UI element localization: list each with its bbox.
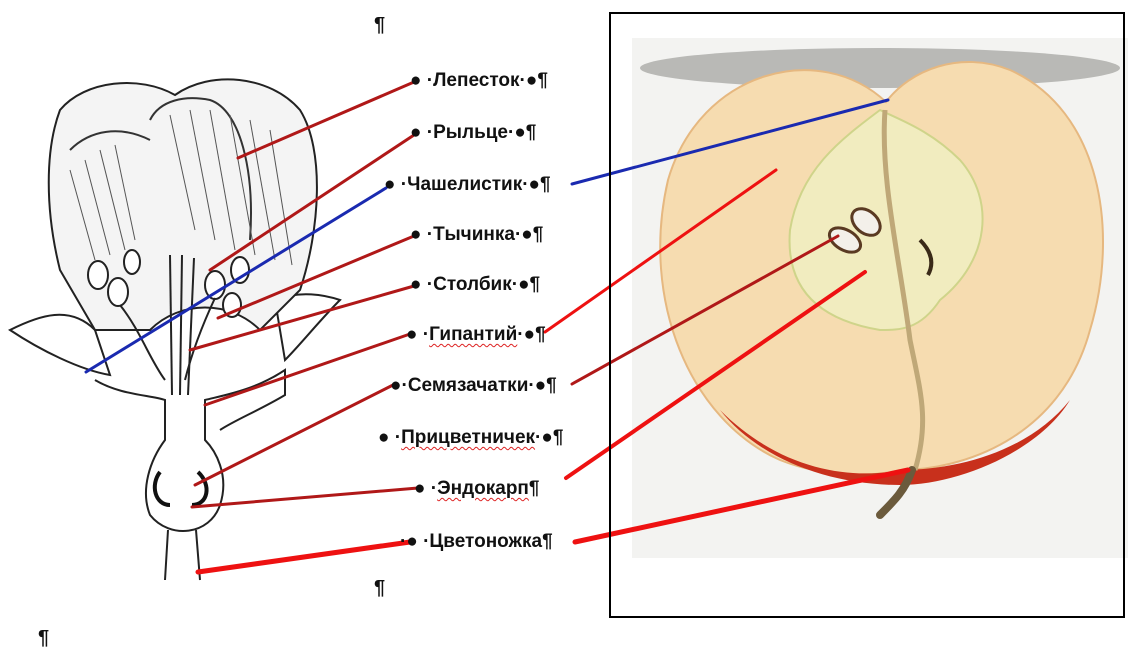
label-bracteole: ● ·Прицветничек·●¶ bbox=[378, 427, 563, 449]
label-ovules: ●·Семязачатки·●¶ bbox=[390, 375, 557, 397]
label-stigma: ● ·Рыльце·●¶ bbox=[410, 122, 536, 144]
label-petal: ● ·Лепесток·●¶ bbox=[410, 70, 548, 92]
flower-illustration bbox=[10, 79, 340, 580]
label-endocarp: ● ·Эндокарп¶ bbox=[414, 478, 540, 500]
label-hypanthium: ● ·Гипантий·●¶ bbox=[406, 324, 546, 346]
pilcrow-bottom: ¶ bbox=[374, 577, 385, 600]
label-style: ● ·Столбик·●¶ bbox=[410, 274, 540, 296]
photo-frame bbox=[609, 12, 1125, 618]
label-stamen: ● ·Тычинка·●¶ bbox=[410, 224, 543, 246]
label-sepal: ● ·Чашелистик·●¶ bbox=[384, 174, 551, 196]
pilcrow-top: ¶ bbox=[374, 14, 385, 37]
label-pedicel: ·● ·Цветоножка¶ bbox=[400, 531, 553, 553]
pilcrow-corner: ¶ bbox=[38, 627, 49, 650]
